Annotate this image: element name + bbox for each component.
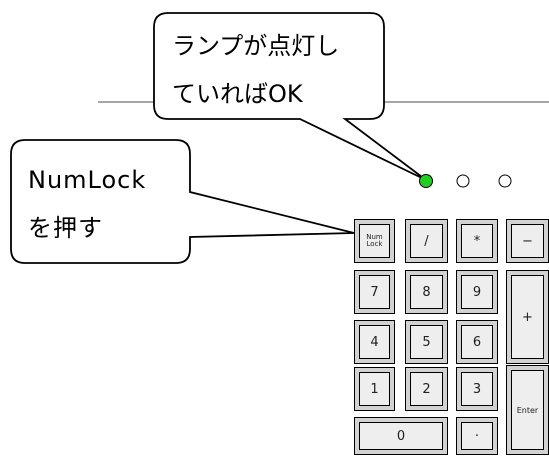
numlock-key-line1: Num bbox=[366, 233, 383, 241]
numlock-callout-text: NumLock を押す bbox=[28, 156, 146, 252]
key-8-label: 8 bbox=[422, 284, 431, 300]
numlock-key-line2: Lock bbox=[366, 240, 383, 248]
key-7-label: 7 bbox=[370, 284, 379, 300]
key-5-label: 5 bbox=[422, 334, 431, 350]
lamp-callout-bubble bbox=[153, 12, 427, 181]
minus-key-label: − bbox=[522, 233, 533, 249]
numeric-keypad: Num Lock / * − 7 8 9 + 4 5 6 1 2 3 Enter bbox=[350, 215, 549, 455]
key-0[interactable]: 0 bbox=[354, 417, 448, 455]
minus-key[interactable]: − bbox=[506, 219, 549, 263]
lamp-callout-line2: ていればOK bbox=[172, 80, 303, 108]
key-6[interactable]: 6 bbox=[456, 320, 498, 364]
key-3-label: 3 bbox=[472, 381, 482, 397]
slash-key[interactable]: / bbox=[405, 219, 448, 263]
numlock-lamp-icon bbox=[419, 174, 433, 188]
key-5[interactable]: 5 bbox=[405, 320, 448, 364]
key-2-label: 2 bbox=[422, 381, 431, 397]
key-1-label: 1 bbox=[370, 381, 379, 397]
enter-key[interactable]: Enter bbox=[506, 365, 549, 455]
slash-key-label: / bbox=[424, 233, 429, 249]
key-7[interactable]: 7 bbox=[354, 270, 395, 314]
key-8[interactable]: 8 bbox=[405, 270, 448, 314]
key-1[interactable]: 1 bbox=[354, 367, 395, 411]
scrolllock-lamp-icon bbox=[498, 174, 512, 188]
key-2[interactable]: 2 bbox=[405, 367, 448, 411]
decimal-key-label: · bbox=[474, 428, 480, 444]
asterisk-key[interactable]: * bbox=[456, 219, 498, 263]
asterisk-key-label: * bbox=[473, 233, 481, 249]
numlock-callout-line1: NumLock bbox=[28, 166, 147, 194]
key-0-label: 0 bbox=[396, 428, 406, 444]
key-9-label: 9 bbox=[472, 284, 482, 300]
plus-key[interactable]: + bbox=[506, 270, 549, 364]
plus-key-label: + bbox=[522, 309, 533, 325]
key-6-label: 6 bbox=[472, 334, 482, 350]
enter-key-label: Enter bbox=[516, 405, 539, 415]
numlock-callout-line2: を押す bbox=[28, 214, 103, 242]
key-4-label: 4 bbox=[370, 334, 379, 350]
numlock-key[interactable]: Num Lock bbox=[354, 219, 395, 263]
capslock-lamp-icon bbox=[456, 174, 470, 188]
lamp-callout-line1: ランプが点灯し bbox=[172, 32, 340, 60]
key-4[interactable]: 4 bbox=[354, 320, 395, 364]
lamp-callout-text: ランプが点灯し ていればOK bbox=[172, 22, 339, 118]
key-3[interactable]: 3 bbox=[456, 367, 498, 411]
key-9[interactable]: 9 bbox=[456, 270, 498, 314]
decimal-key[interactable]: · bbox=[456, 417, 498, 455]
numlock-callout-bubble bbox=[10, 139, 355, 264]
